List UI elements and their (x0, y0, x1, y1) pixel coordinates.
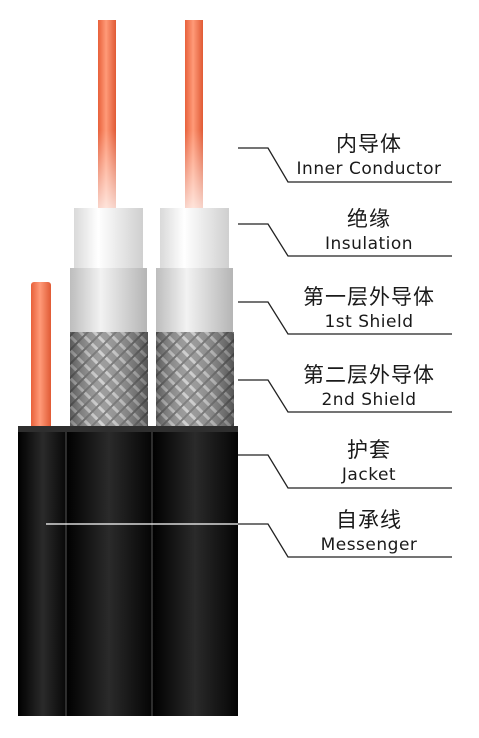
label-messenger-zh: 自承线 (336, 508, 402, 532)
label-inner-conductor-en: Inner Conductor (296, 159, 442, 179)
insulation-right (160, 208, 229, 272)
label-inner-conductor-zh: 内导体 (336, 132, 402, 156)
leader-lines (46, 147, 452, 558)
messenger-wire (31, 282, 51, 432)
label-second-shield-zh: 第二层外导体 (303, 363, 435, 387)
leader-second-shield (238, 379, 452, 413)
label-second-shield-en: 2nd Shield (321, 390, 417, 410)
label-messenger-en: Messenger (320, 535, 418, 555)
leader-insulation (238, 223, 452, 257)
label-jacket-en: Jacket (341, 465, 397, 485)
label-first-shield-en: 1st Shield (324, 312, 414, 332)
label-jacket-zh: 护套 (347, 438, 391, 462)
leader-first-shield (238, 301, 452, 335)
first-shield-left (70, 268, 147, 334)
leader-inner-conductor (238, 147, 452, 183)
insulation-left (74, 208, 143, 272)
leader-jacket (238, 454, 452, 489)
label-first-shield-zh: 第一层外导体 (303, 285, 435, 309)
label-insulation-en: Insulation (324, 234, 414, 254)
label-insulation-zh: 绝缘 (347, 207, 391, 231)
jacket (18, 426, 238, 716)
coax-core-left (70, 20, 148, 428)
first-shield-right (156, 268, 233, 334)
coax-core-right (156, 20, 234, 428)
